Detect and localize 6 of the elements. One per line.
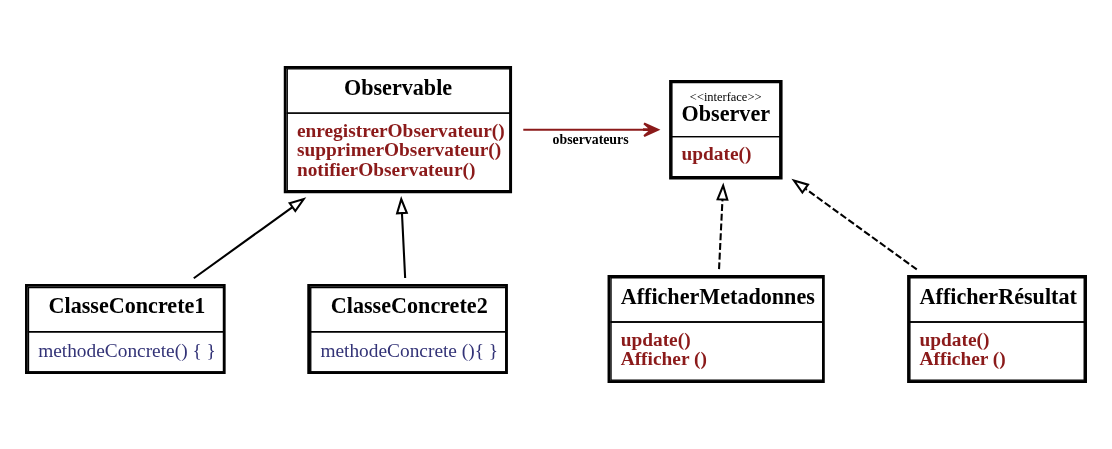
arrow bbox=[395, 196, 409, 279]
arrow bbox=[193, 197, 307, 280]
edge-label: observateurs bbox=[552, 131, 629, 147]
arrow bbox=[716, 182, 729, 270]
arrow bbox=[791, 178, 918, 271]
arrow bbox=[523, 122, 659, 137]
